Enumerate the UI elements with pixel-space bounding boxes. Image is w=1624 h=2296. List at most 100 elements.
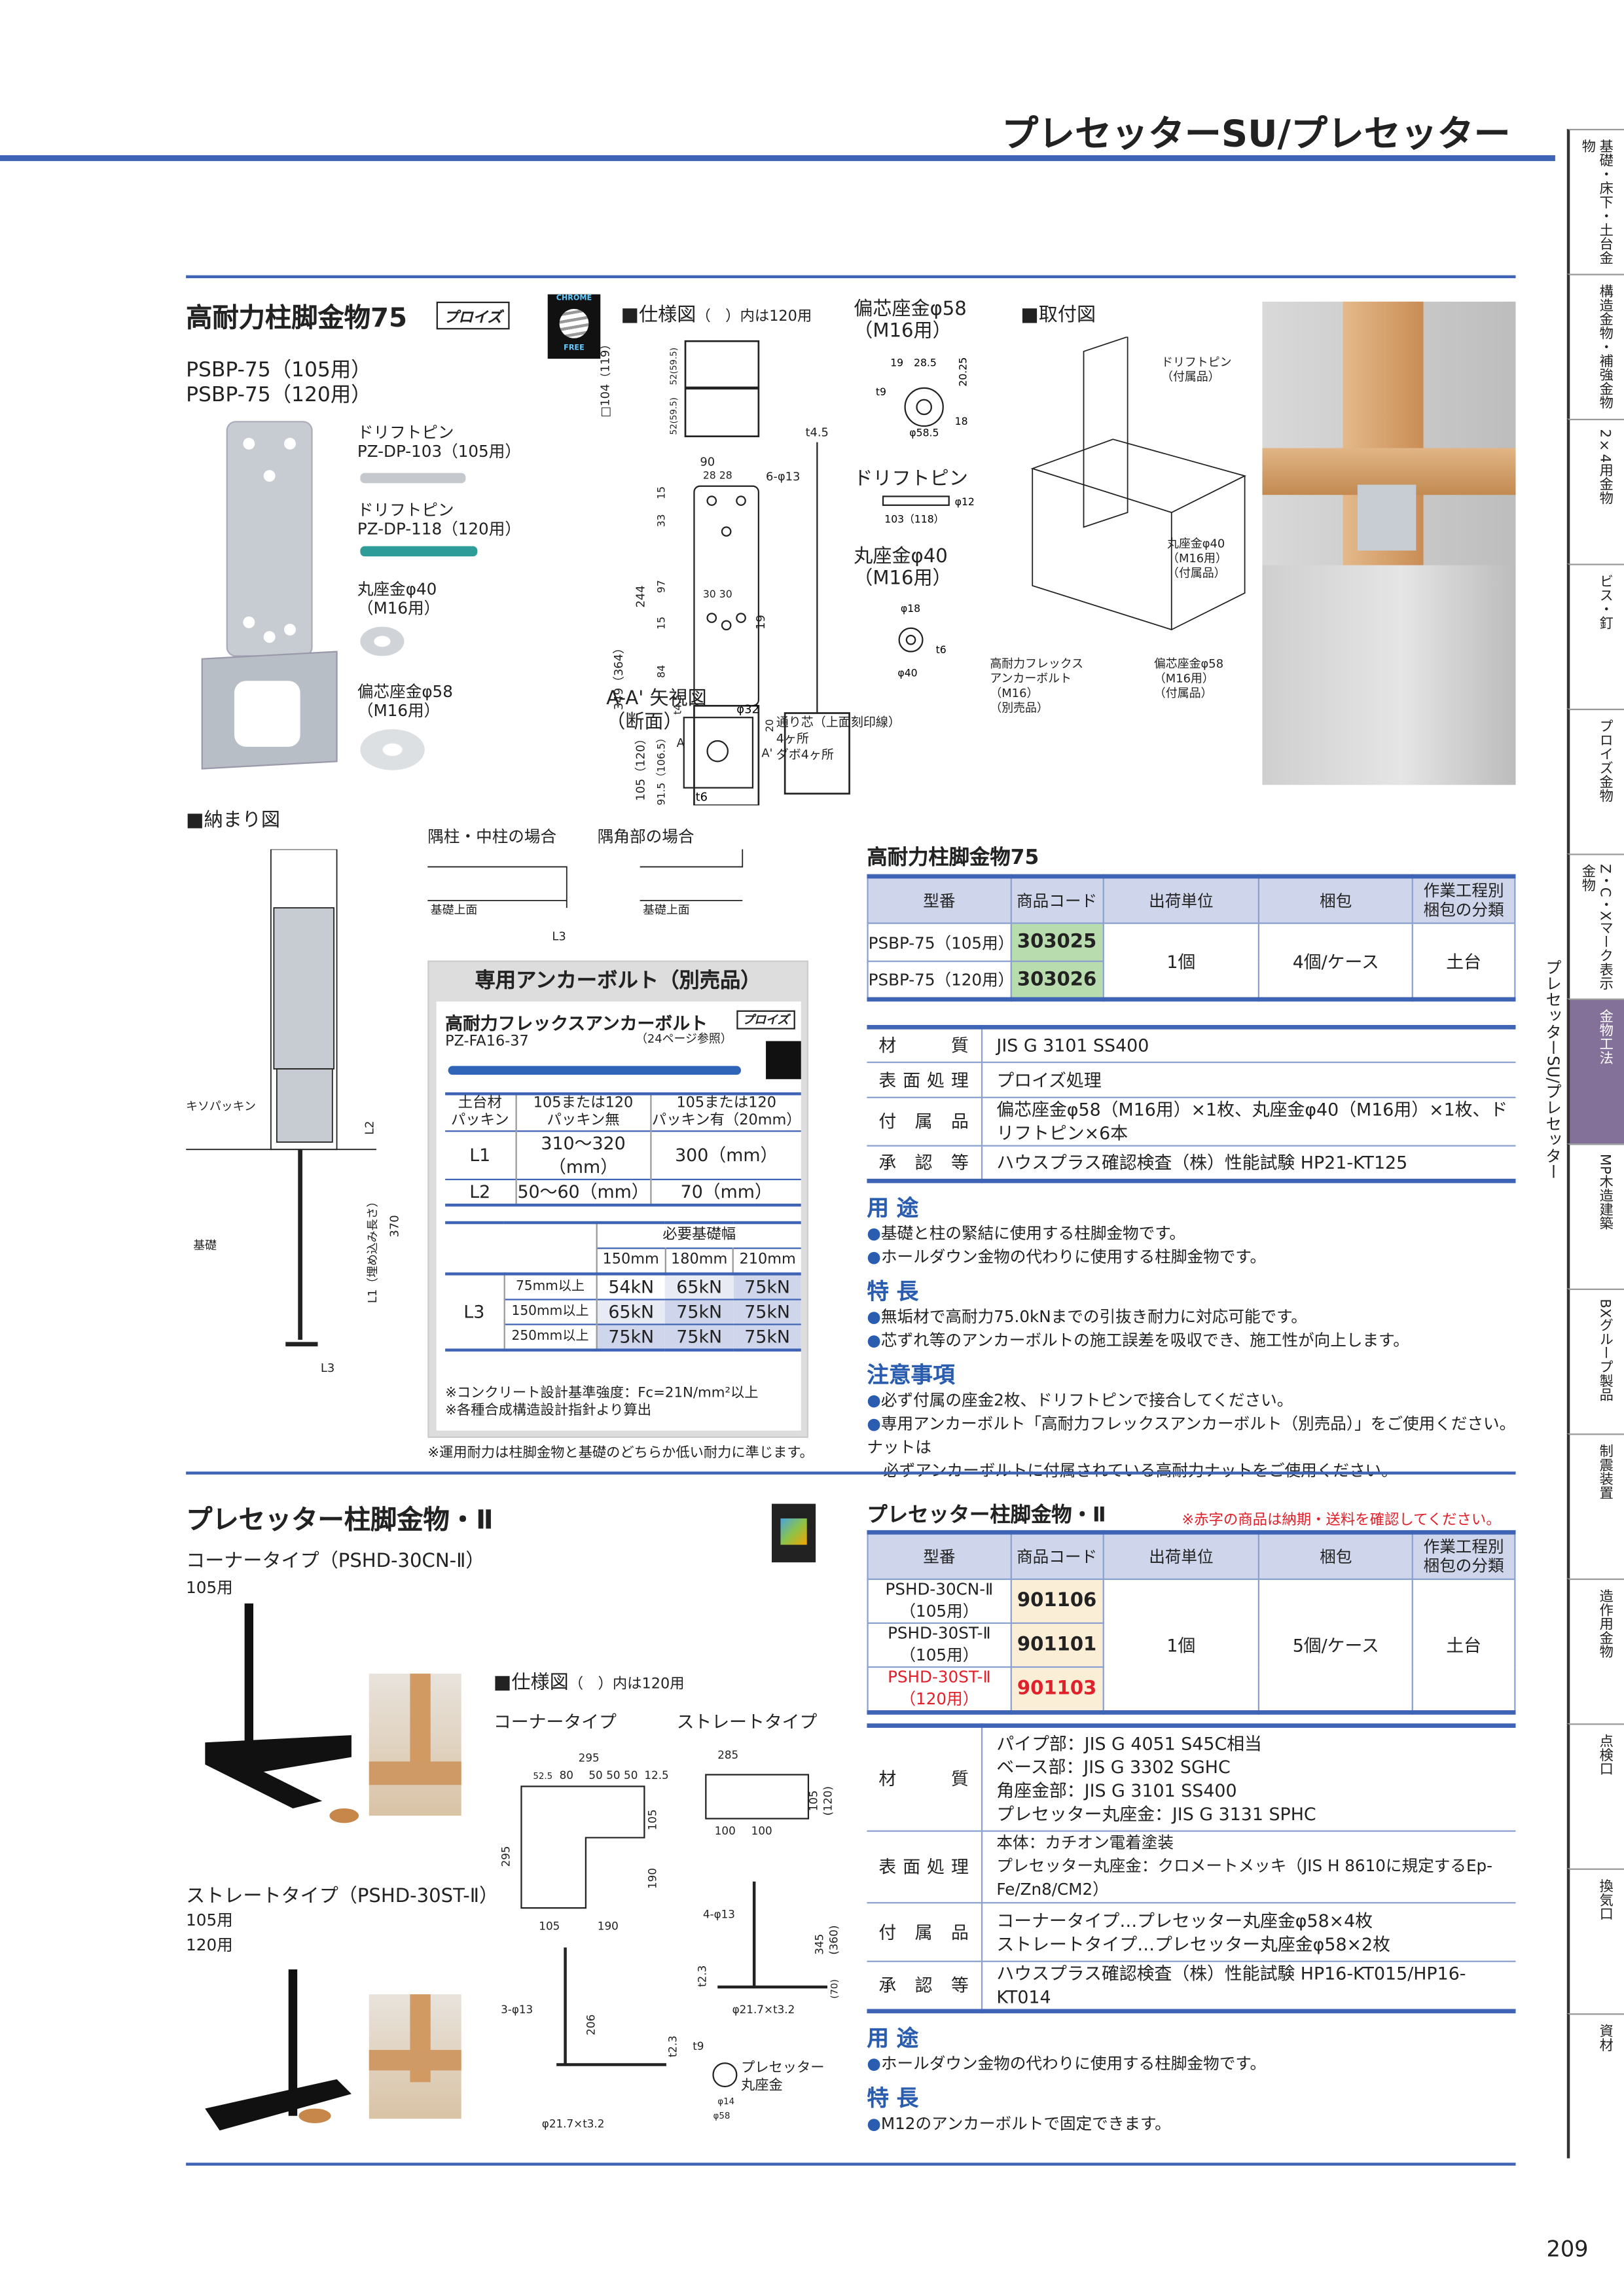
sidebar-tab[interactable]: 造作用金物: [1566, 1578, 1624, 1724]
svg-text:295: 295: [499, 1846, 513, 1867]
anchor-name: 高耐力フレックスアンカーボルト: [445, 1013, 708, 1034]
sidebar-tab[interactable]: MP木造建築: [1566, 1143, 1624, 1289]
install-label-washer58: 偏芯座金φ58（M16用）（付属品）: [1153, 657, 1224, 700]
sidebar-tab[interactable]: 換気口: [1566, 1868, 1624, 2014]
svg-text:97: 97: [655, 580, 668, 593]
svg-text:345: 345: [812, 1934, 825, 1955]
install-photo: [1262, 301, 1516, 785]
spec-row: 材 質パイプ部：JIS G 4051 S45C相当ベース部：JIS G 3302…: [867, 1725, 1516, 1832]
sidebar-tab[interactable]: プロイズ金物: [1566, 708, 1624, 854]
sidebar-tab[interactable]: 基礎・床下・土台金物: [1566, 128, 1624, 274]
straight-spec-label: ストレートタイプ: [676, 1712, 818, 1732]
section-rule: [186, 1471, 1516, 1475]
svg-text:19: 19: [890, 356, 903, 368]
fit-heading: ■納まり図: [186, 810, 280, 832]
usage-notes: 用 途基礎と柱の緊結に使用する柱脚金物です。ホールダウン金物の代わりに使用する柱…: [867, 1192, 1515, 1483]
red-note: ※赤字の商品は納期・送料を確認してください。: [1182, 1513, 1501, 1529]
anchor-code: PZ-FA16-37: [445, 1033, 529, 1050]
sidebar-tab[interactable]: 制震装置: [1566, 1433, 1624, 1579]
svg-text:(70): (70): [830, 1979, 840, 1999]
install-label-pin: ドリフトピン（付属品）: [1161, 355, 1232, 384]
fit-case2: 隅角部の場合: [597, 827, 695, 847]
corner-type-title: コーナータイプ（PSHD-30CN-Ⅱ）: [186, 1551, 485, 1573]
proiz-badge: プロイズ: [736, 1010, 795, 1030]
svg-text:基礎: 基礎: [193, 1238, 217, 1252]
svg-text:(120): (120): [821, 1786, 835, 1816]
svg-text:52(59.5): 52(59.5): [670, 348, 679, 385]
table-row: PSHD-30ST-Ⅱ（120用）901103: [867, 1666, 1515, 1713]
washer40-title: 丸座金φ40（M16用）: [854, 546, 952, 590]
svg-text:50: 50: [624, 1768, 638, 1782]
svg-text:105: 105: [806, 1790, 820, 1811]
pin-title: ドリフトピン: [854, 468, 968, 491]
svg-text:30 30: 30 30: [703, 588, 732, 600]
sidebar-tab[interactable]: BXグループ製品: [1566, 1288, 1624, 1434]
bullet-item: 専用アンカーボルト「高耐力フレックスアンカーボルト（別売品）」をご使用ください。…: [867, 1413, 1515, 1460]
spec-and-notes: 材 質パイプ部：JIS G 4051 S45C相当ベース部：JIS G 3302…: [867, 1723, 1516, 2136]
svg-text:φ12: φ12: [955, 495, 975, 508]
svg-text:φ58.5: φ58.5: [909, 427, 939, 439]
svg-text:L2: L2: [363, 1121, 376, 1134]
sidebar-tab[interactable]: 資材: [1566, 2013, 1624, 2159]
svg-text:84: 84: [655, 665, 668, 678]
sidebar-tab[interactable]: 金物工法: [1566, 998, 1624, 1144]
svg-text:80: 80: [560, 1768, 573, 1782]
straight-type-title: ストレートタイプ（PSHD-30ST-Ⅱ）: [186, 1886, 499, 1909]
spec-row: 承 認 等ハウスプラス確認検査（株）性能試験 HP21-KT125: [867, 1145, 1516, 1182]
svg-text:349（364）: 349（364）: [612, 642, 626, 710]
spec-heading: ■仕様図（ ）内は120用: [493, 1672, 685, 1695]
drift-pin-photo: [360, 473, 466, 484]
sidebar-tab[interactable]: 2×4用金物: [1566, 418, 1624, 564]
svg-text:190: 190: [598, 1920, 619, 1933]
svg-text:105: 105: [645, 1809, 659, 1830]
notes-heading: 用 途: [867, 2025, 919, 2052]
anchor-bolt-photo: [448, 1066, 742, 1075]
bracket-photo: [201, 421, 338, 770]
header-rule: [0, 155, 1555, 162]
table-row: PSBP-75（120用）303026: [867, 960, 1515, 1001]
notes-heading: 注意事項: [867, 1361, 955, 1388]
svg-text:52.5: 52.5: [533, 1772, 552, 1782]
svg-text:20: 20: [763, 719, 776, 732]
svg-text:A: A: [677, 736, 685, 750]
svg-text:φ58: φ58: [713, 2111, 731, 2121]
eco-mark-icon: [772, 1503, 816, 1563]
sidebar-tab[interactable]: ビス・釘: [1566, 564, 1624, 709]
sidebar-tab[interactable]: 構造金物・補強金物: [1566, 274, 1624, 419]
install-drawing: [1030, 336, 1247, 631]
svg-text:φ21.7×t3.2: φ21.7×t3.2: [542, 2117, 605, 2130]
page-number: 209: [1546, 2236, 1589, 2263]
sidebar-tab[interactable]: Z・C・Xマーク表示金物: [1566, 853, 1624, 999]
svg-text:L1（埋め込み長さ）: L1（埋め込み長さ）: [366, 1196, 380, 1303]
svg-text:52(59.5): 52(59.5): [670, 397, 679, 435]
sidebar-tab[interactable]: 点検口: [1566, 1723, 1624, 1869]
drift-pin-photo: [360, 546, 478, 557]
svg-text:50: 50: [588, 1768, 602, 1782]
svg-text:L3: L3: [321, 1361, 334, 1375]
install-label-washer40: 丸座金φ40（M16用）（付属品）: [1167, 537, 1227, 580]
svg-text:103（118）: 103（118）: [884, 513, 944, 526]
svg-text:3-φ13: 3-φ13: [501, 2003, 533, 2016]
svg-text:91.5（106.5）: 91.5（106.5）: [655, 732, 668, 805]
spec-row: 付 属 品コーナータイプ…プレセッター丸座金φ58×4枚ストレートタイプ…プレセ…: [867, 1903, 1516, 1962]
svg-text:(360): (360): [827, 1926, 840, 1955]
svg-text:φ32: φ32: [736, 703, 759, 717]
svg-text:φ18: φ18: [901, 602, 920, 615]
svg-text:基礎上面: 基礎上面: [431, 903, 478, 917]
svg-text:t2.3: t2.3: [666, 2036, 679, 2057]
svg-text:t4.5: t4.5: [805, 426, 828, 440]
svg-text:105: 105: [539, 1920, 560, 1933]
